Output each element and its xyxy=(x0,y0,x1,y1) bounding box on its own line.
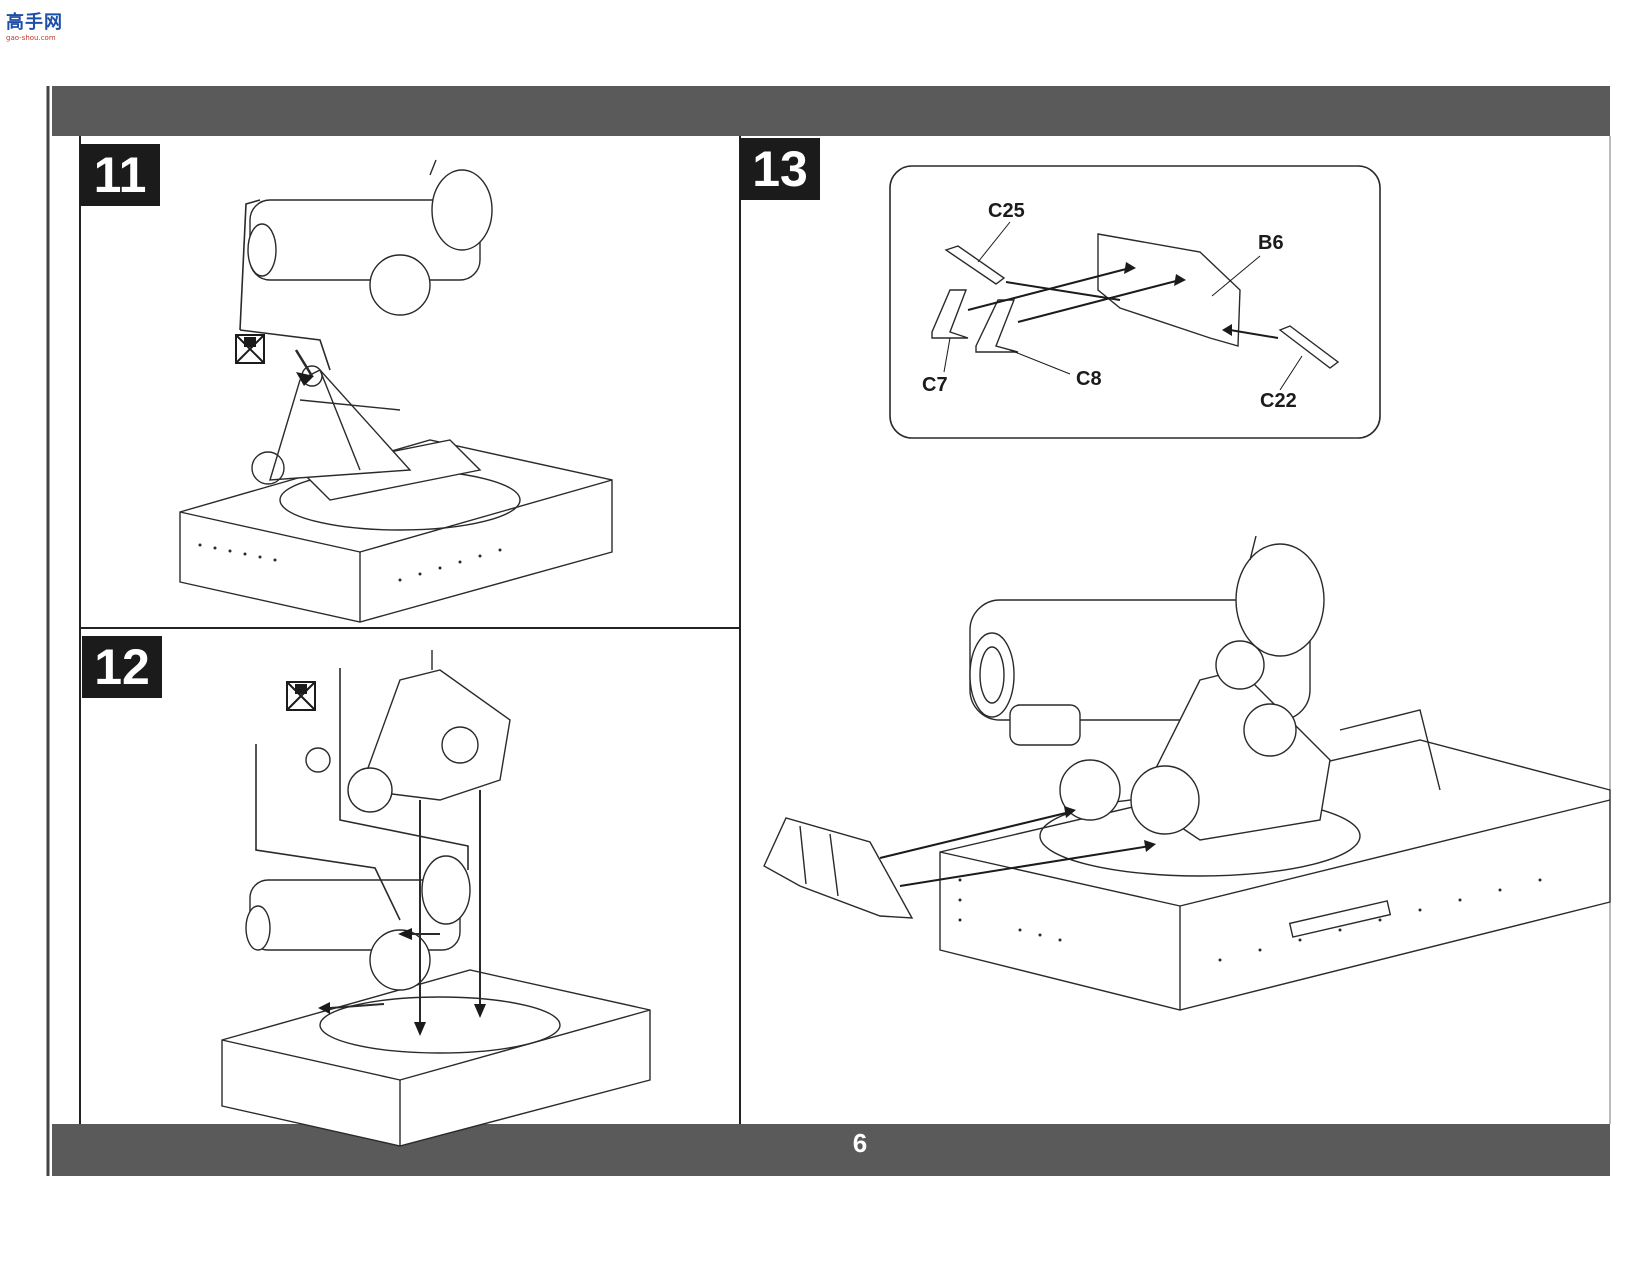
part-label-c7: C7 xyxy=(922,374,948,396)
part-b6 xyxy=(1097,233,1241,347)
logo-text: 高手网 xyxy=(6,12,63,33)
watermark-logo: 高手网 gao-shou.com xyxy=(6,8,70,42)
top-band xyxy=(52,86,1610,136)
part-label-c25: C25 xyxy=(988,200,1025,222)
step13-parts xyxy=(931,233,1340,369)
part-c25 xyxy=(944,245,1006,285)
page-number: 6 xyxy=(852,1128,868,1158)
step-number-11: 11 xyxy=(80,144,160,206)
step12-assembly xyxy=(221,650,651,1147)
step-number-13: 13 xyxy=(740,138,820,200)
part-c7 xyxy=(931,289,969,339)
step-number-12: 12 xyxy=(82,636,162,698)
no-glue-icon xyxy=(286,681,316,711)
part-c22 xyxy=(1278,325,1340,369)
logo-url-text: gao-shou.com xyxy=(6,34,56,42)
part-label-c22: C22 xyxy=(1260,390,1297,412)
step13-assembly xyxy=(763,535,1611,1011)
step13-callout-arrows xyxy=(943,221,1303,391)
part-c8 xyxy=(975,299,1019,353)
part-label-b6: B6 xyxy=(1258,232,1284,254)
part-label-c8: C8 xyxy=(1076,368,1102,390)
no-glue-icon xyxy=(235,334,265,364)
step11-assembly xyxy=(179,159,613,623)
shield-subassembly xyxy=(763,817,914,919)
bottom-band xyxy=(52,1124,1610,1176)
